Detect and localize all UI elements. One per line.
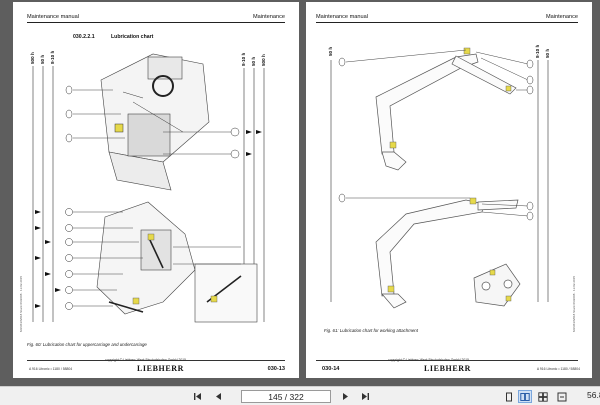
document-viewer[interactable]: Maintenance manual Maintenance 030.2.2.1… [0,0,600,386]
page-number: 030-14 [322,366,340,372]
header-right: Maintenance [545,14,578,20]
header-rule [27,22,285,23]
figure-caption: Fig. 61: Lubrication chart for working a… [324,328,418,333]
page-030-14: Maintenance manual Maintenance 50 h 8-10… [306,2,592,378]
scroll-view-icon[interactable] [536,390,550,403]
footer-model: A 916 Litronic • 1180 / 58804 [29,367,73,371]
header-rule [316,22,578,23]
first-page-icon[interactable] [190,390,204,403]
footer-copyright: copyright © Liebherr-Werk Bischofshofen … [388,358,470,362]
footer-copyright: copyright © Liebherr-Werk Bischofshofen … [105,358,187,362]
page-030-13: Maintenance manual Maintenance 030.2.2.1… [13,2,299,378]
liebherr-logo: LIEBHERR [137,364,185,373]
lubrication-diagram-attachment [330,47,549,309]
figure-caption: Fig. 60: Lubrication chart for uppercarr… [27,342,147,347]
section-title: Lubrication chart [111,34,154,40]
prev-page-icon[interactable] [211,390,225,403]
single-page-view-icon[interactable] [502,390,516,403]
side-note: M16/63/6/018 Stock 06/2008 · 13.02.2015 [572,275,576,332]
pdf-toolbar: 145 / 322 56.8 [0,386,600,405]
next-page-icon[interactable] [338,390,352,403]
side-note: M16/63/6/018 Stock 06/2008 · 13.02.2015 [19,275,23,332]
lubrication-diagram-upper-under [32,53,265,323]
last-page-icon[interactable] [358,390,372,403]
zoom-level[interactable]: 56.8 [587,390,600,400]
header-left: Maintenance manual [27,14,79,20]
two-page-view-icon[interactable] [518,390,532,403]
header-left: Maintenance manual [316,14,368,20]
header-right: Maintenance [252,14,285,20]
page-number-input[interactable]: 145 / 322 [241,390,331,403]
page-number: 030-13 [267,366,285,372]
liebherr-logo: LIEBHERR [424,364,472,373]
footer-model: A 916 Litronic • 1180 / 58804 [536,367,580,371]
footer-rule [27,360,285,361]
fit-page-icon[interactable] [555,390,569,403]
footer-rule [316,360,578,361]
section-number: 030.2.2.1 [73,34,95,40]
